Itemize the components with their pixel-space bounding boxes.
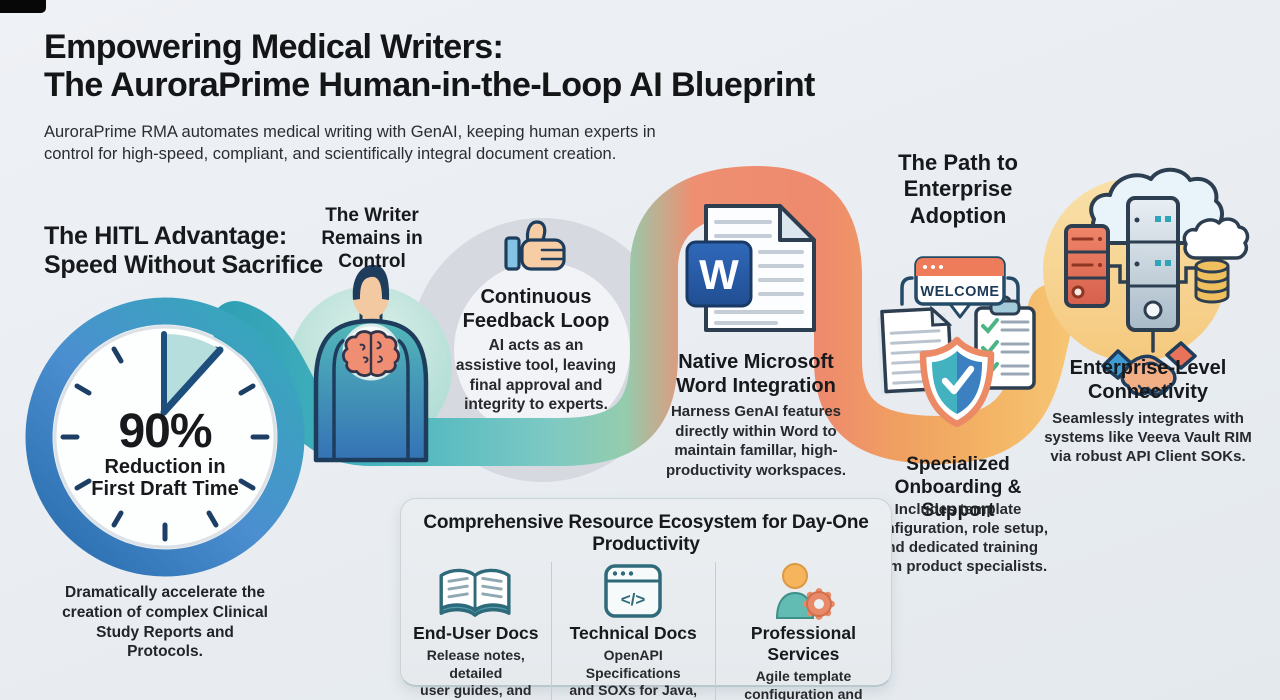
code-glyph: </> xyxy=(621,590,646,609)
small-cloud-icon xyxy=(1182,217,1250,260)
clock-icon xyxy=(25,297,305,577)
resource-item-title: Professional Services xyxy=(750,623,856,664)
resource-item-title: End-User Docs xyxy=(413,623,539,643)
brain-icon xyxy=(342,330,400,377)
welcome-label: WELCOME xyxy=(920,284,999,300)
database-icon xyxy=(1194,258,1230,304)
open-book-icon xyxy=(439,568,511,617)
resource-item-body: Agile template configuration and organiz… xyxy=(744,668,863,700)
word-integration-body: Harness GenAI features directly within W… xyxy=(665,403,847,479)
stat-value: 90% xyxy=(118,405,212,458)
onboarding-welcome-icon: WELCOME xyxy=(877,256,1036,428)
page-subtitle: AuroraPrime RMA automates medical writin… xyxy=(44,123,656,163)
hitl-caption: Dramatically accelerate the creation of … xyxy=(62,584,268,661)
connectivity-heading: Enterprise-Level Connectivity xyxy=(1069,357,1227,403)
writer-icon xyxy=(313,264,429,463)
enterprise-path-heading: The Path to Enterprise Adoption xyxy=(898,150,1018,228)
feedback-loop-body: AI acts as an assistive tool, leaving fi… xyxy=(455,337,617,414)
red-server-icon xyxy=(1064,224,1110,308)
connectivity-icon xyxy=(1064,167,1250,397)
feedback-loop-heading: Continuous Feedback Loop xyxy=(462,286,610,332)
writer-control-heading: The Writer Remains in Control xyxy=(321,205,423,272)
resource-item-title: Technical Docs xyxy=(569,623,697,643)
main-server-icon xyxy=(1126,196,1180,332)
word-letter: W xyxy=(699,251,739,298)
gear-icon xyxy=(803,588,836,620)
resource-item-technical-docs: </> Technical Docs OpenAPI Specification… xyxy=(550,562,715,700)
code-window-icon: </> xyxy=(604,564,662,618)
resource-item-end-user-docs: End-User Docs Release notes, detailed us… xyxy=(401,562,551,700)
corner-crop-bar xyxy=(0,0,46,13)
word-document-icon: W xyxy=(685,204,816,332)
resource-item-professional-services: Professional Services Agile template con… xyxy=(714,562,891,700)
stat-label: Reduction in First Draft Time xyxy=(91,456,239,501)
connectivity-body: Seamlessly integrates with systems like … xyxy=(1044,410,1252,466)
resource-item-body: Release notes, detailed user guides, and… xyxy=(420,647,532,700)
onboarding-body: Includes template configuration, role se… xyxy=(867,501,1048,576)
resource-panel-heading: Comprehensive Resource Ecosystem for Day… xyxy=(423,512,869,555)
shield-check-icon xyxy=(919,336,995,428)
page-title: Empowering Medical Writers: The AuroraPr… xyxy=(44,28,815,105)
onboarding-heading: Specialized Onboarding & Support xyxy=(894,454,1022,521)
resource-ecosystem-panel: Comprehensive Resource Ecosystem for Day… xyxy=(400,498,892,700)
thumbs-up-icon xyxy=(504,220,566,271)
person-gear-icon xyxy=(776,563,836,620)
word-integration-heading: Native Microsoft Word Integration xyxy=(676,351,836,397)
handshake-icon xyxy=(1101,341,1197,397)
welcome-window-icon: WELCOME xyxy=(914,256,1006,319)
resource-item-body: OpenAPI Specifications and SOXs for Java… xyxy=(569,647,698,700)
hitl-advantage-heading: The HITL Advantage: Speed Without Sacrif… xyxy=(44,222,324,279)
